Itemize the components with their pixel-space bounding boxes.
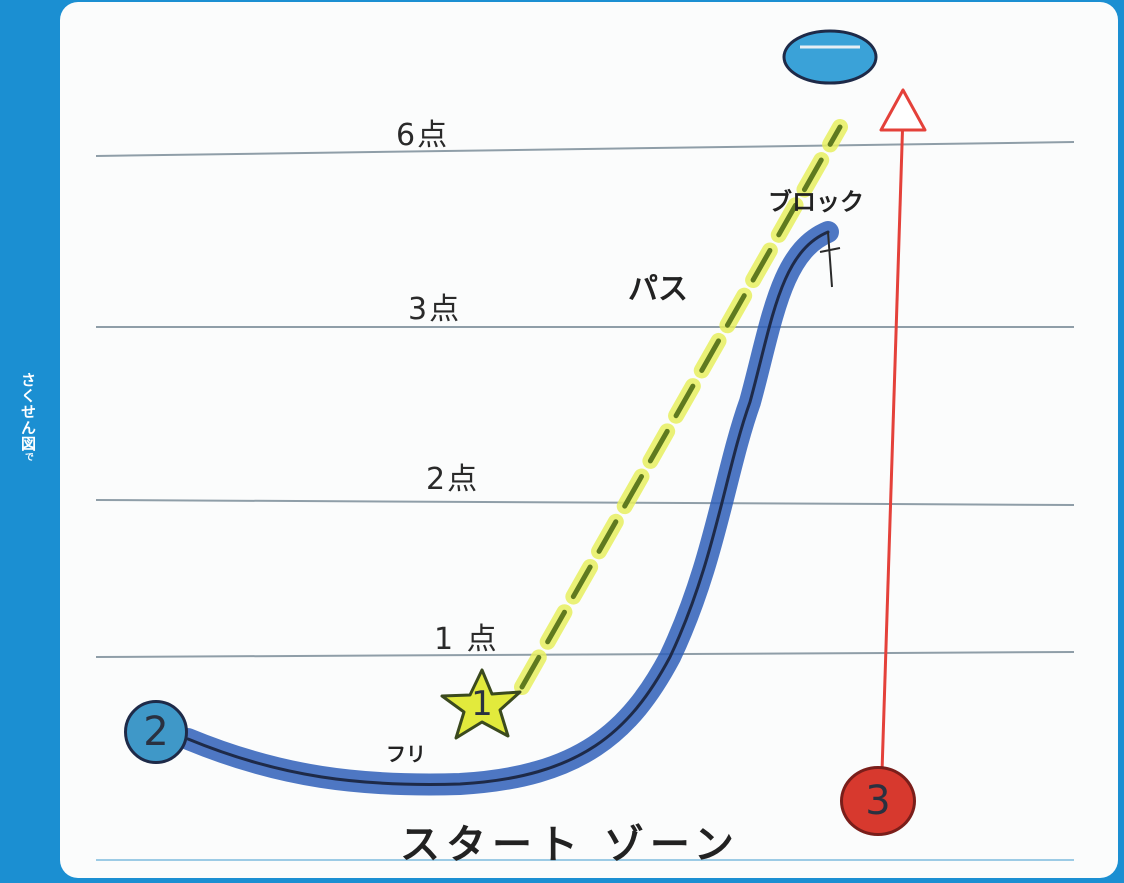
player-2-marker: 2: [124, 700, 188, 764]
fake-label: フリ: [386, 742, 426, 766]
line-1pt: [95, 651, 1075, 658]
side-label: さくせん図で: [18, 372, 39, 462]
play-diagram: [95, 29, 1075, 861]
line-6pt: [95, 141, 1075, 157]
score-label-2: 2点: [426, 462, 480, 497]
side-label-suffix: で: [23, 452, 33, 462]
block-label: ブロック: [768, 188, 864, 216]
run-path-core: [186, 230, 830, 786]
star-icon: [440, 668, 522, 740]
pass-path: [519, 124, 843, 690]
side-tab: さくせん図で: [0, 0, 60, 883]
diagram-panel: 6点 3点 2点 1 点 パス ブロック フリ スタート ゾーン 1 2 3: [60, 2, 1118, 878]
player-3-marker: 3: [840, 766, 916, 836]
start-zone-label: スタート ゾーン: [400, 822, 740, 868]
pass-label: パス: [628, 272, 688, 307]
score-label-6: 6点: [396, 118, 450, 153]
score-label-3: 3点: [408, 292, 462, 327]
football-icon: [782, 29, 878, 85]
block-mark: [819, 231, 841, 288]
red-path: [880, 113, 905, 773]
red-arrowhead: [879, 88, 927, 132]
line-2pt: [95, 499, 1075, 506]
score-label-1: 1 点: [434, 622, 499, 657]
side-label-text: さくせん図: [19, 372, 37, 452]
player-1-number: 1: [471, 684, 493, 724]
